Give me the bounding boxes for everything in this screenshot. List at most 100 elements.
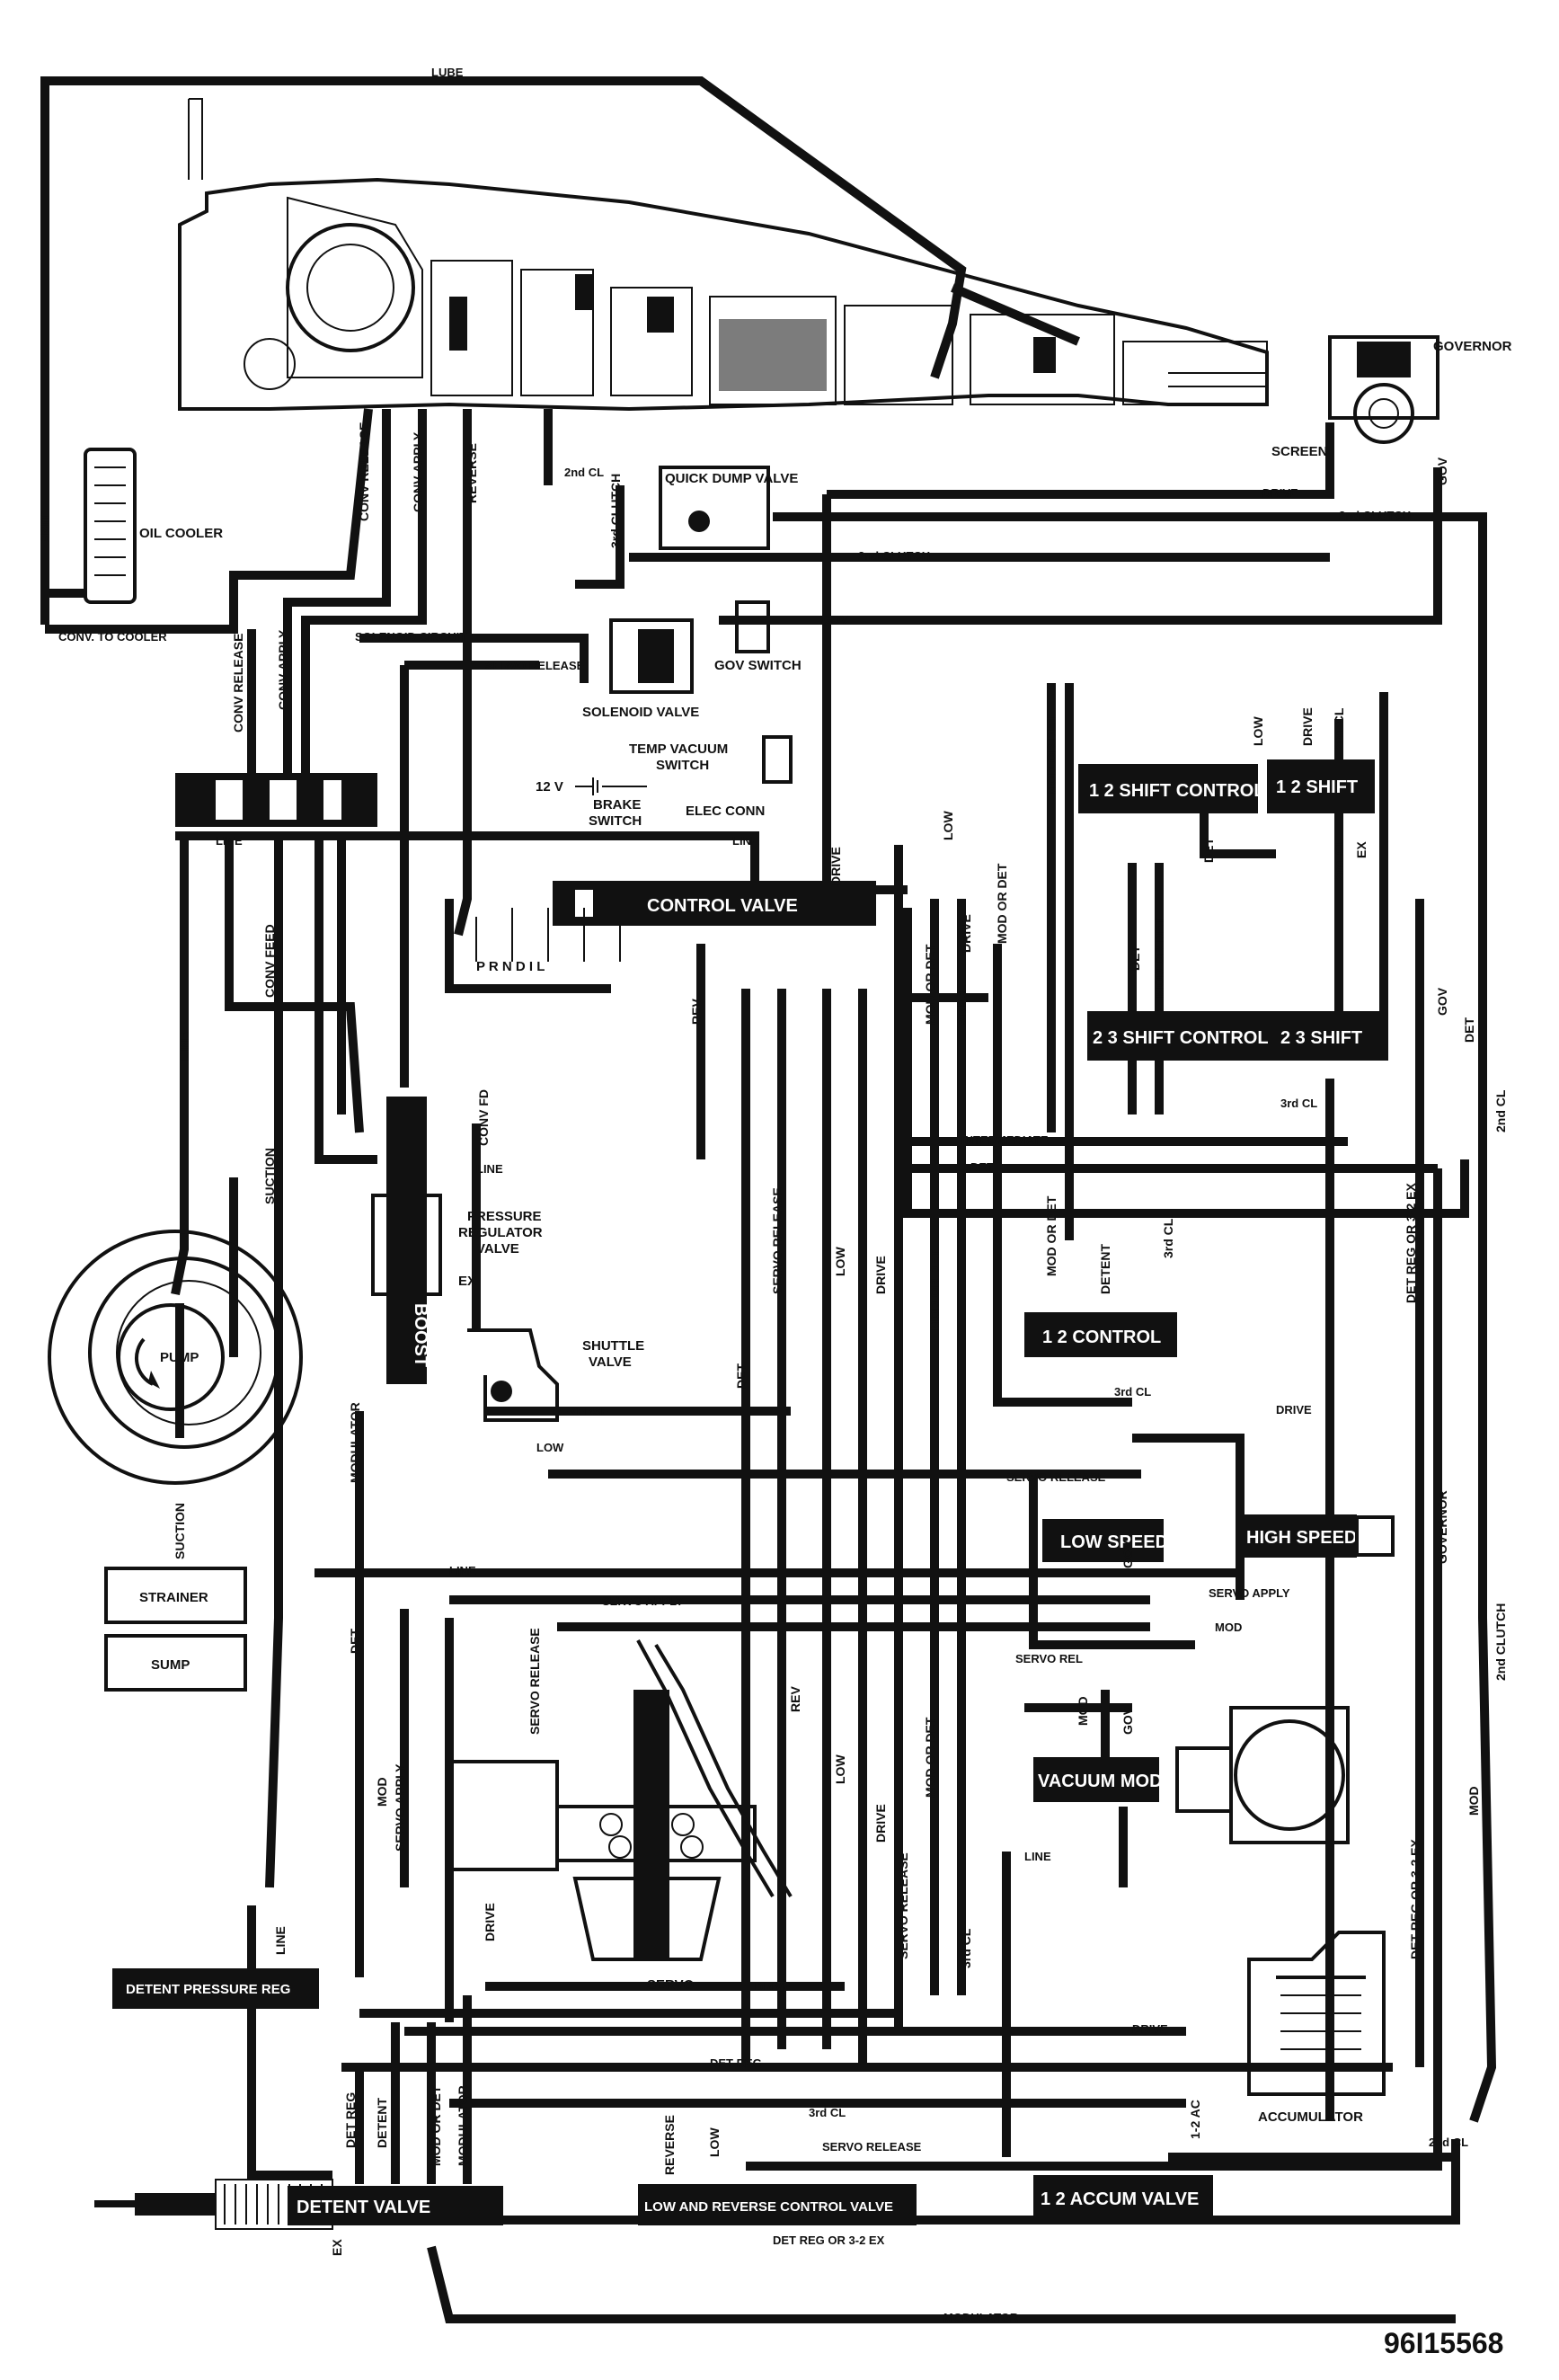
- det-reg-or-32ex-label: DET REG OR 3-2 EX: [773, 2233, 885, 2247]
- conv-release-label-lower: CONV RELEASE: [231, 634, 245, 733]
- strainer-label: STRAINER: [139, 1590, 208, 1605]
- mod-label-right: MOD: [1215, 1621, 1242, 1634]
- gov-switch-label: GOV SWITCH: [714, 658, 802, 673]
- third-cl-label-lower: 3rd CL: [959, 1928, 973, 1968]
- one-two-ac-label: 1-2 AC: [1188, 2100, 1202, 2139]
- detent-label-dv: DETENT: [375, 2098, 389, 2148]
- servo-label: SERVO: [647, 1977, 695, 1993]
- det-label-mid: DET: [970, 1160, 994, 1174]
- shift-12-valve[interactable]: 1 2 SHIFT: [1267, 759, 1375, 813]
- shift-control-23-valve[interactable]: 2 3 SHIFT CONTROL: [1087, 1011, 1271, 1061]
- low-reverse-control-valve[interactable]: LOW AND REVERSE CONTROL VALVE: [638, 2184, 917, 2225]
- shift-control-23-label: 2 3 SHIFT CONTROL: [1093, 1028, 1269, 1048]
- second-clutch-label-vert: 2nd CLUTCH: [1493, 1603, 1508, 1681]
- second-cl-label-right: 2nd CL: [1493, 1089, 1508, 1132]
- shift-control-12-valve[interactable]: 1 2 SHIFT CONTROL: [1078, 764, 1265, 813]
- shift-12-label: 1 2 SHIFT: [1276, 777, 1358, 797]
- third-cl-label-low: 3rd CL: [809, 2106, 846, 2119]
- gov-label-vert-2: GOV: [1435, 987, 1449, 1016]
- accum-valve-12[interactable]: 1 2 ACCUM VALVE: [1033, 2175, 1213, 2220]
- suction-label-bottom: SUCTION: [173, 1503, 187, 1559]
- boost-label: BOOST: [411, 1303, 430, 1367]
- third-cl-label-23: 3rd CL: [1280, 1097, 1317, 1110]
- detent-valve-label: DETENT VALVE: [297, 2198, 430, 2217]
- solenoid-circuit-label: SOLENOID CIRCUIT: [355, 630, 466, 644]
- servo: [447, 1639, 793, 1961]
- control-12-valve[interactable]: 1 2 CONTROL: [1024, 1312, 1177, 1357]
- governor-label-vert: GOVERNOR: [1435, 1490, 1449, 1564]
- det-label-23: DET: [1128, 946, 1142, 971]
- high-speed-label: HIGH SPEED: [1246, 1528, 1357, 1548]
- control-valve[interactable]: CONTROL VALVE: [553, 881, 876, 926]
- mod-or-det-label-dv: MOD OR DET: [429, 2085, 443, 2166]
- accumulator-label: ACCUMULATOR: [1258, 2109, 1363, 2125]
- detent-pressure-reg-label: DETENT PRESSURE REG: [126, 1982, 290, 1997]
- low-label-top: LOW: [941, 811, 955, 840]
- low-speed-valve[interactable]: LOW SPEED: [1042, 1519, 1168, 1562]
- pump: [48, 1230, 303, 1485]
- det-reg-label-dv: DET REG: [343, 2092, 358, 2148]
- second-cl-label-accum: 2nd CL: [1429, 2136, 1468, 2149]
- det-label-12sc: DET: [1201, 838, 1216, 863]
- vacuum-modulator[interactable]: VACUUM MOD: [1033, 1706, 1350, 1844]
- oil-cooler: [84, 448, 137, 604]
- gov-switch: [735, 600, 770, 653]
- det-label-left-vert: DET: [348, 1629, 362, 1654]
- temp-vacuum-switch: [762, 735, 793, 784]
- servo-apply-label-right: SERVO APPLY: [1209, 1586, 1290, 1600]
- shift-control-12-label: 1 2 SHIFT CONTROL: [1089, 781, 1265, 801]
- accum-valve-12-label: 1 2 ACCUM VALVE: [1041, 2189, 1199, 2209]
- mod-label-right-vert: MOD: [1466, 1786, 1481, 1816]
- line-label-dpr: LINE: [273, 1926, 288, 1955]
- servo-release-label-vert: SERVO RELEASE: [770, 1187, 784, 1294]
- shuttle-ball: [491, 1381, 512, 1402]
- shuttle-valve: [467, 1328, 559, 1422]
- detent-valve[interactable]: DETENT VALVE: [94, 2179, 503, 2230]
- drive-label-servo-vert: DRIVE: [483, 1903, 497, 1941]
- gov-label-vert: GOV: [1435, 457, 1449, 485]
- pressure-regulator-valve[interactable]: BOOST: [371, 1097, 442, 1384]
- det-reg-32ex-label-v1: DET REG OR 3-2 EX: [1404, 1183, 1418, 1303]
- solenoid-core: [638, 629, 674, 683]
- shift-23-valve[interactable]: 2 3 SHIFT: [1271, 1011, 1379, 1061]
- ex-label-12: EX: [1354, 841, 1369, 858]
- servo-apply-label: SERVO APPLY: [602, 1594, 684, 1608]
- low-speed-label: LOW SPEED: [1060, 1532, 1168, 1552]
- drive-label-vert: DRIVE: [828, 847, 843, 885]
- drive-label-12: DRIVE: [1300, 707, 1315, 746]
- line-label-conv: LINE: [216, 834, 243, 848]
- detent-label-12c: DETENT: [1098, 1244, 1112, 1294]
- pr-ex-label: EX: [458, 1274, 476, 1289]
- conv-to-cooler-label: CONV. TO COOLER: [58, 630, 167, 644]
- third-cl-label-vert: 3rd CL: [954, 984, 969, 1025]
- governor-label: GOVERNOR: [1433, 339, 1512, 354]
- second-clutch-label-mid: 2nd CLUTCH: [858, 549, 930, 563]
- detent-pressure-reg-valve[interactable]: DETENT PRESSURE REG: [112, 1968, 319, 2009]
- twelve-v-label: 12 V: [536, 779, 563, 795]
- mod-label-vac: MOD: [1076, 1696, 1090, 1726]
- drive-label-servo: DRIVE: [755, 1980, 791, 1994]
- third-cl-label-12: 3rd CL: [1114, 1385, 1151, 1399]
- rev-label-top: REV: [689, 999, 704, 1025]
- high-speed-valve[interactable]: HIGH SPEED: [1236, 1514, 1395, 1558]
- drive-label-mid-vert: DRIVE: [873, 1256, 888, 1294]
- low-label-lr: LOW: [707, 2127, 722, 2157]
- screen-label: SCREEN: [1271, 444, 1328, 459]
- mod-or-det-label-lower: MOD OR DET: [923, 1717, 937, 1798]
- low-reverse-control-label: LOW AND REVERSE CONTROL VALVE: [644, 2199, 893, 2215]
- sump: [104, 1634, 247, 1692]
- low-label-lower: LOW: [833, 1754, 847, 1784]
- accumulator: [1247, 1931, 1386, 2096]
- solenoid-valve: [609, 618, 694, 694]
- drive-label-top: DRIVE: [1262, 486, 1298, 500]
- det-label-vert: DET: [734, 1363, 748, 1389]
- quick-dump-valve-label: QUICK DUMP VALVE: [665, 471, 798, 486]
- low-label-shuttle: LOW: [536, 1441, 564, 1454]
- servo-release-label-bottom: SERVO RELEASE: [822, 2140, 922, 2154]
- drive-label-mid: DRIVE: [1276, 1403, 1312, 1416]
- rev-label-lower: REV: [788, 1686, 802, 1712]
